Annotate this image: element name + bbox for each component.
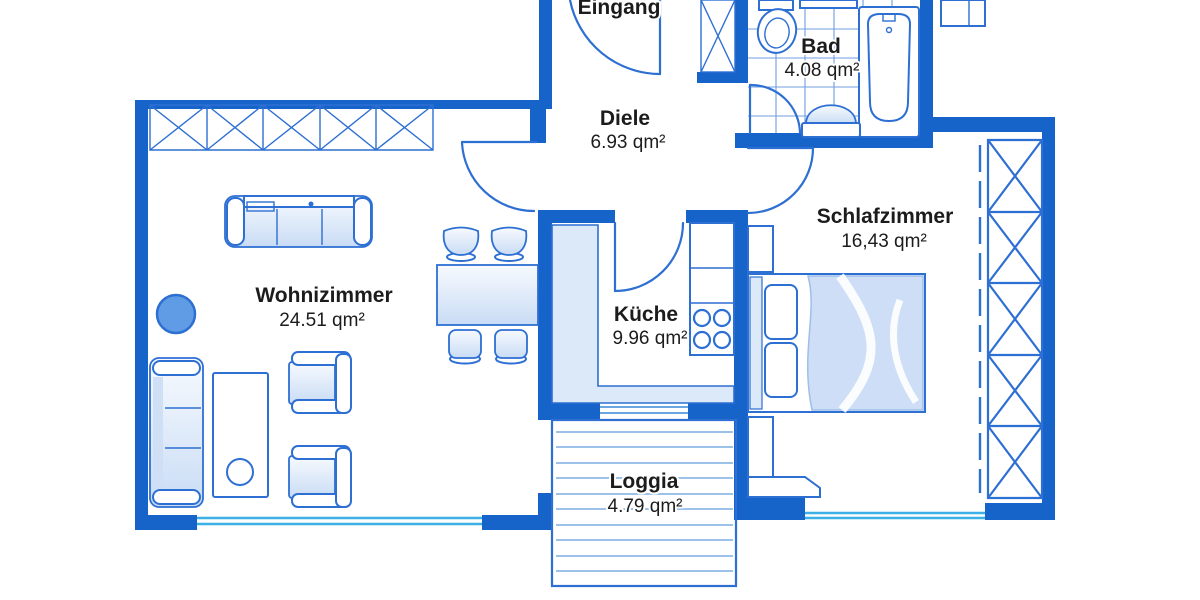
room-label-schlafzimmer: Schlafzimmer 16,43 qm²: [815, 203, 956, 254]
wall-pillar-diele-living: [530, 109, 546, 143]
room-area: 24.51 qm²: [279, 310, 365, 331]
armchair: [288, 445, 352, 508]
room-name: Eingang: [578, 0, 661, 19]
window-loggia-door: [600, 406, 688, 414]
wall-kitchen-top-b: [686, 210, 748, 223]
wall-living-bottom-right: [482, 515, 552, 530]
toilet: [756, 0, 798, 54]
room-name: Bad: [801, 35, 841, 58]
dining-stool: [490, 226, 528, 262]
wall-pillar-loggia-left: [538, 493, 552, 530]
burner: [712, 308, 732, 328]
door-bathroom: [748, 83, 802, 135]
room-label-eingang: Eingang: [576, 0, 663, 21]
sofa-left: [149, 357, 204, 508]
bed: [747, 273, 926, 413]
room-label-loggia: Loggia 4.79 qm²: [606, 468, 685, 519]
bath-shelf: [799, 0, 858, 9]
loggia-railing: [550, 418, 738, 588]
wall-kitchen-bedroom: [734, 210, 748, 403]
sofa-top: [224, 195, 373, 248]
bathtub: [858, 6, 920, 138]
room-area: 9.96 qm²: [613, 328, 688, 349]
burner: [712, 330, 732, 350]
wall-bedroom-bottom-left: [734, 498, 805, 520]
loggia-deck: [550, 418, 738, 588]
dining-stool: [442, 226, 480, 262]
doors: [460, 0, 815, 293]
side-table-round: [155, 293, 197, 335]
wall-living-bottom-left: [148, 515, 197, 530]
windows: [197, 406, 985, 526]
room-label-bad: Bad 4.08 qm²: [783, 33, 862, 83]
dining-stool: [448, 329, 482, 365]
wall-closet-base: [697, 72, 743, 83]
room-area: 16,43 qm²: [841, 231, 927, 252]
pillow: [764, 284, 798, 340]
door-kitchen: [613, 221, 685, 293]
dining-stool: [494, 329, 528, 365]
kitchen-counter: [551, 224, 735, 404]
wall-kitchen-bottom-b: [688, 403, 748, 420]
wall-right-outer: [1042, 117, 1055, 520]
wardrobe-diele: [700, 0, 736, 73]
door-living-room: [460, 140, 538, 213]
room-name: Schlafzimmer: [817, 205, 954, 228]
room-area: 4.79 qm²: [608, 496, 683, 517]
room-name: Küche: [614, 303, 678, 326]
wall-bedroom-top: [920, 117, 1055, 132]
room-name: Wohnizimmer: [255, 284, 392, 307]
bath-vanity-partial: [940, 0, 986, 27]
kitchen: [551, 222, 735, 404]
room-area: 4.08 qm²: [785, 60, 860, 81]
door-entrance: [568, 0, 662, 76]
stove: [689, 222, 735, 356]
dining-table: [436, 264, 539, 326]
room-name: Diele: [600, 107, 650, 130]
dresser: [747, 416, 821, 498]
burner: [692, 330, 712, 350]
coffee-table: [212, 372, 269, 498]
room-area: 6.93 qm²: [591, 132, 666, 153]
wall-bath-left: [735, 0, 748, 83]
bathroom: [748, 0, 920, 138]
pillow: [764, 342, 798, 398]
wall-bath-right: [920, 0, 933, 133]
wall-kitchen-top-a: [552, 210, 615, 223]
wall-loggia-right: [734, 420, 748, 498]
armchair: [288, 351, 352, 414]
wardrobe-living-top: [149, 104, 434, 151]
burner: [692, 308, 712, 328]
wall-left-outer: [135, 100, 148, 530]
washing-machine: [801, 104, 861, 138]
room-label-diele: Diele 6.93 qm²: [589, 105, 668, 155]
wall-bedroom-bottom-right: [985, 503, 1055, 520]
nightstand: [747, 225, 774, 273]
room-name: Loggia: [610, 470, 679, 493]
wall-kitchen-left: [538, 210, 552, 420]
wardrobe-bedroom: [978, 138, 1044, 500]
wall-entrance-left: [539, 0, 552, 109]
room-label-kueche: Küche 9.96 qm²: [611, 301, 690, 351]
window-bedroom: [805, 511, 985, 520]
door-bedroom: [746, 146, 815, 215]
room-label-wohnzimmer: Wohnizimmer 24.51 qm²: [253, 282, 394, 333]
wall-kitchen-bottom-a: [552, 403, 600, 420]
window-living-room: [197, 516, 482, 526]
